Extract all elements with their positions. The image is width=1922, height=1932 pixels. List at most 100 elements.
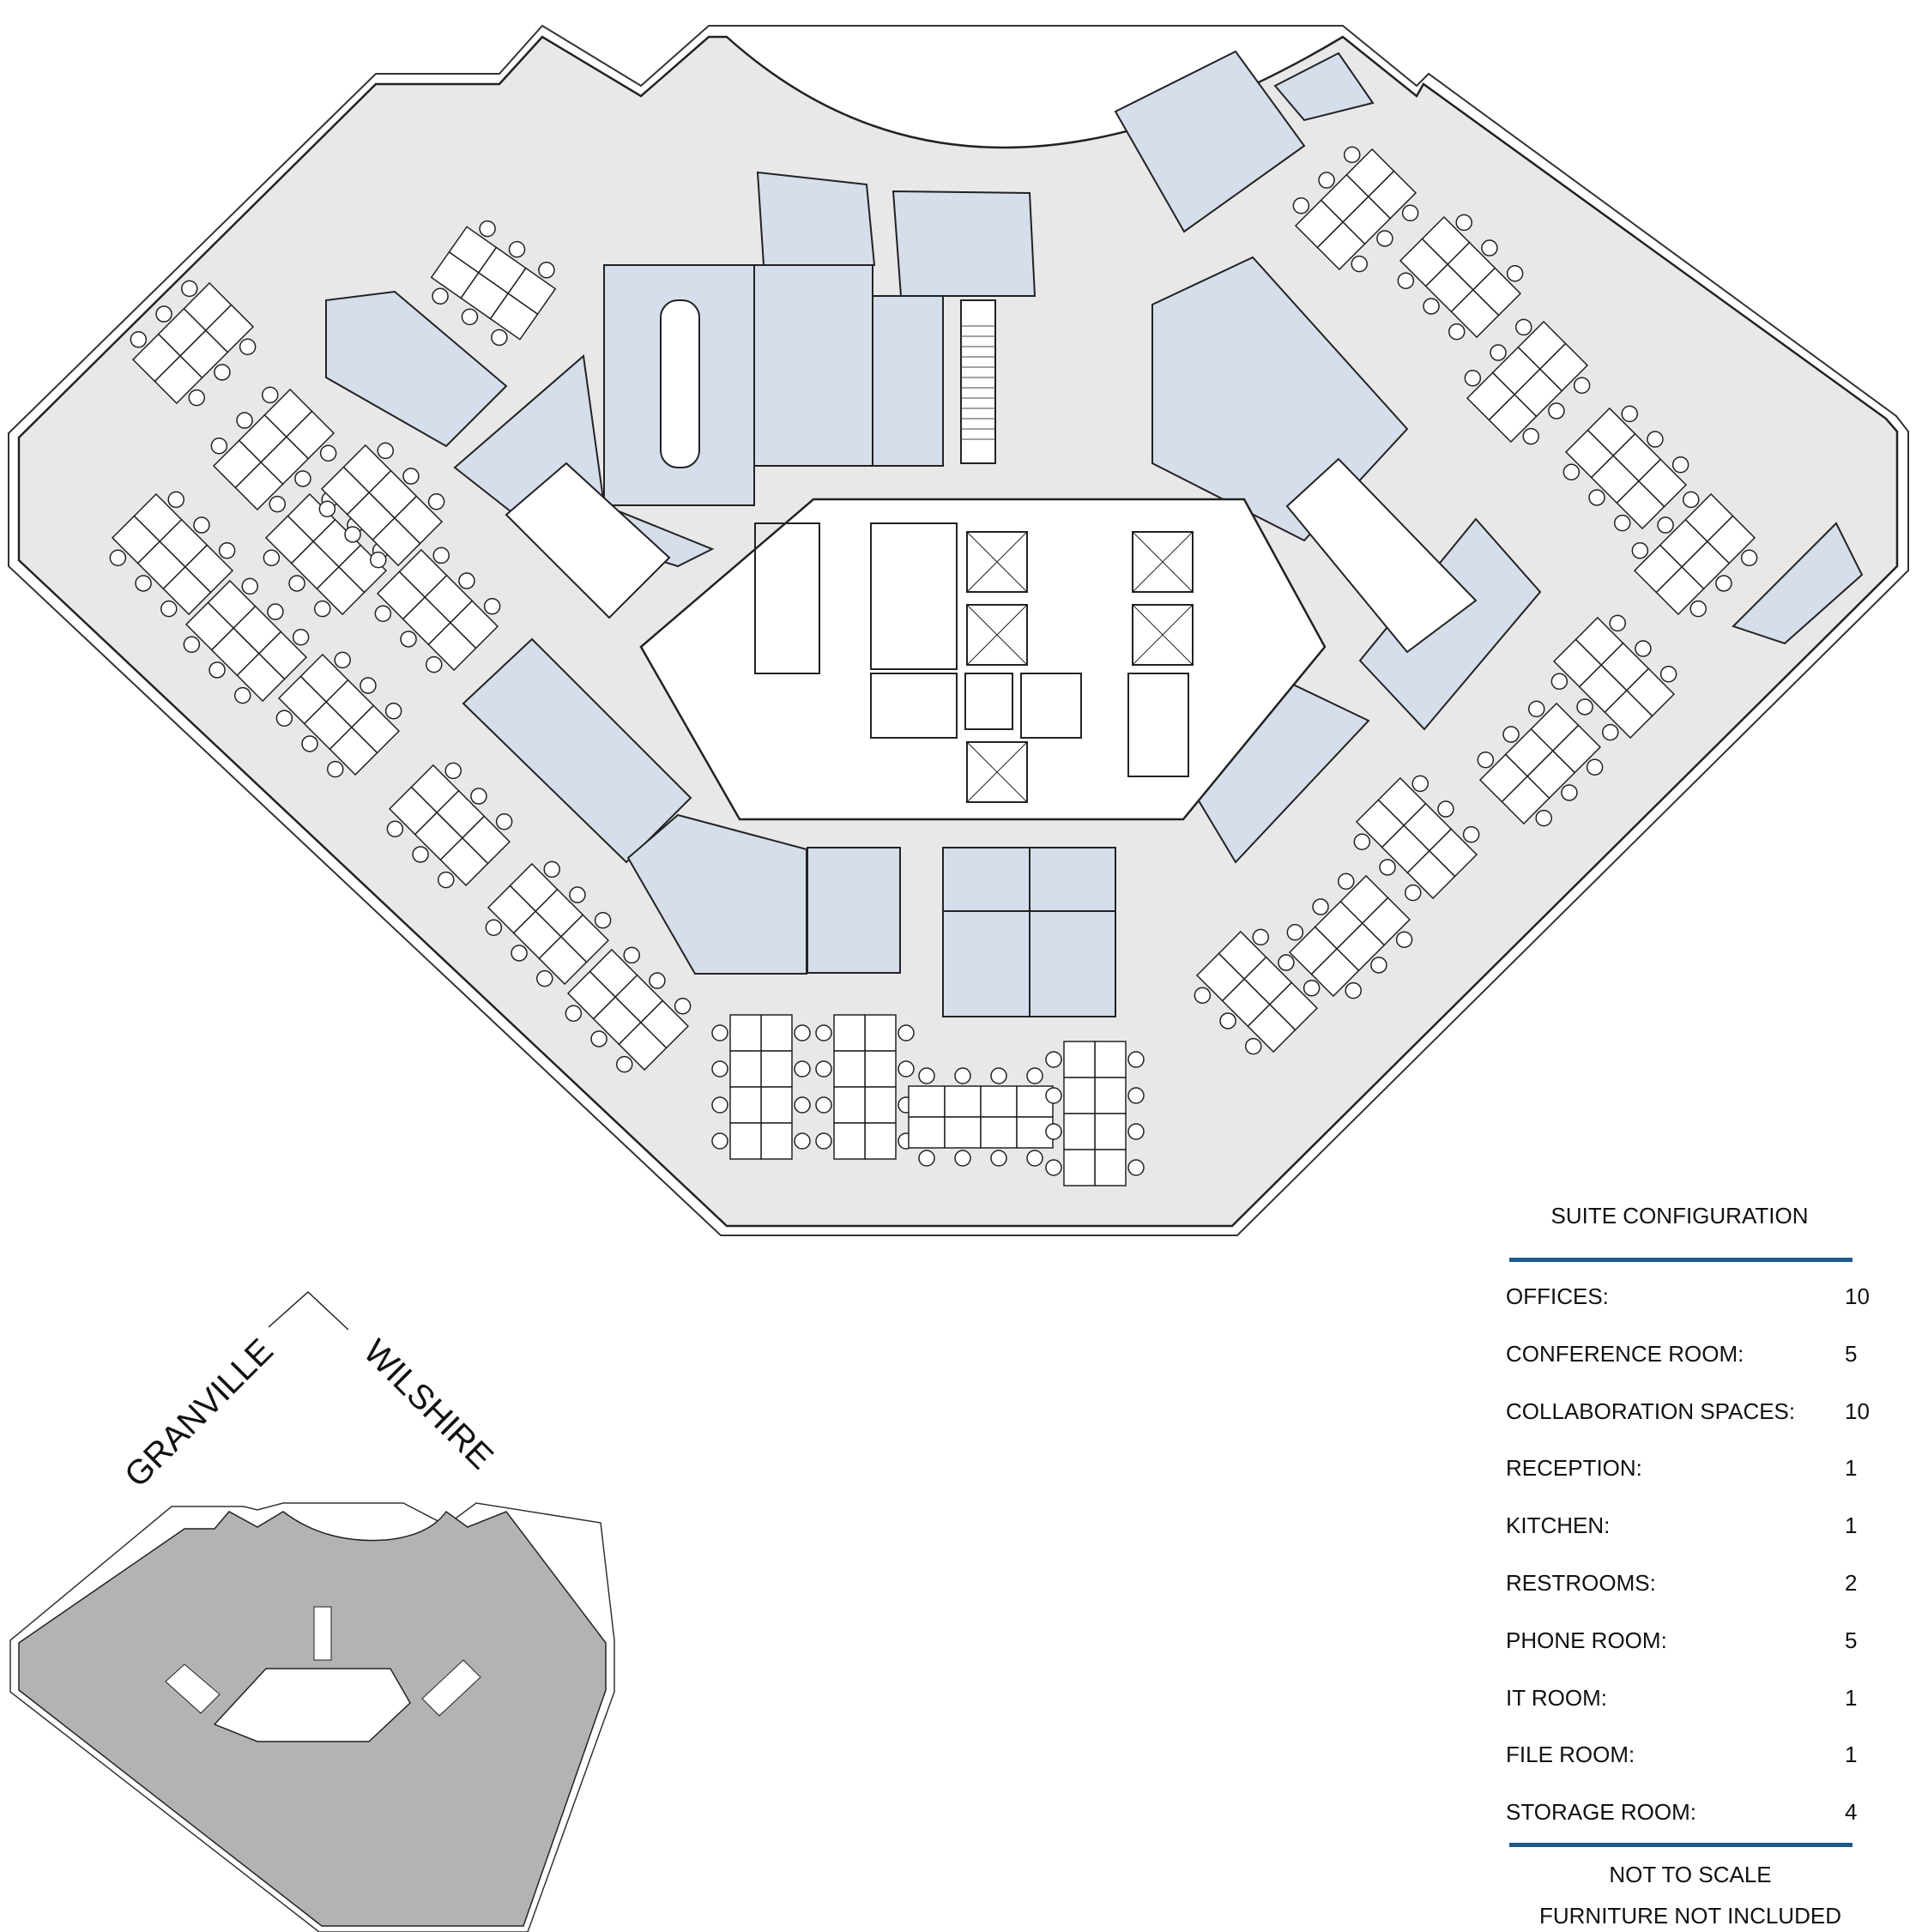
chair [1401,204,1419,221]
note-not-to-scale: NOT TO SCALE [1609,1862,1772,1887]
chair [1026,1150,1043,1167]
chair [1576,698,1593,715]
chair [990,1067,1007,1084]
chair [209,661,226,679]
chair [1481,239,1498,257]
chair [1586,758,1604,776]
chair [236,412,253,429]
workstation-cluster [374,546,501,673]
chair [1490,344,1507,361]
note-furniture-not-included: FURNITURE NOT INCLUDED [1539,1903,1841,1929]
chair [181,280,198,298]
chair [1351,255,1368,273]
desk [427,621,477,672]
chair [649,972,666,989]
room [807,847,901,974]
core-room [1020,673,1082,739]
desk [980,1085,1018,1118]
chair [1562,463,1581,480]
desk [1094,1041,1127,1078]
legend-title: SUITE CONFIGURATION [1550,1203,1809,1229]
legend-row: IT ROOM:1 [1506,1685,1875,1714]
chair [1464,370,1482,387]
chair [1278,954,1295,971]
legend-label: RESTROOMS: [1506,1570,1656,1596]
chair [402,468,420,485]
chair [269,495,286,513]
desk [439,836,489,887]
desk [204,304,255,353]
desk [760,1086,793,1124]
chair [218,542,236,559]
workstation-cluster [210,386,337,513]
legend-label: KITCHEN: [1506,1512,1611,1539]
chair [1477,752,1495,769]
legend-label: CONFERENCE ROOM: [1506,1340,1744,1367]
chair [815,1132,832,1150]
workstation-cluster [1397,214,1524,341]
chair [1045,1159,1062,1176]
chair [794,1096,811,1114]
chair [1292,197,1310,214]
chair [1045,1051,1062,1068]
chair [794,1132,811,1150]
chair [1127,1123,1145,1140]
core-room [870,522,958,670]
chair [491,329,508,347]
desk [833,1086,866,1124]
workstation-cluster [711,1014,811,1160]
chair [1376,230,1393,247]
workstation-cluster [1045,1041,1145,1186]
workstations [109,146,1758,1186]
chair [288,575,305,592]
chair [327,760,344,778]
chair [1535,809,1552,827]
legend-value: 4 [1845,1799,1858,1826]
legend-value: 1 [1845,1455,1858,1482]
chair [815,1060,832,1078]
desk [1247,1003,1296,1054]
key-plan-outline [9,1502,615,1932]
desk [908,1116,946,1149]
chair [479,220,496,238]
legend-divider [1509,1843,1852,1847]
chair [1647,431,1664,448]
chair [214,364,231,381]
workstation-cluster [1286,872,1413,999]
chair [234,686,251,704]
legend-value: 5 [1845,1627,1858,1653]
chair [262,386,279,404]
chair [1455,214,1472,232]
chair [1522,427,1539,445]
chair [565,1005,583,1022]
chair [898,1024,915,1041]
chair [1302,980,1321,997]
chair [210,438,228,455]
chair [334,651,351,669]
chair [511,945,528,962]
chair [536,969,553,987]
desk [489,293,539,341]
chair [711,1132,728,1150]
legend-label: FILE ROOM: [1506,1742,1635,1768]
chair [461,308,479,326]
chair [594,912,612,929]
chair [438,871,455,889]
chair [538,262,555,279]
chair [1631,542,1649,559]
chair [292,629,310,646]
chair [1621,405,1638,423]
workstation-cluster [908,1067,1054,1167]
core-room [964,673,1013,730]
desk [864,1122,897,1160]
desk [162,565,212,616]
room [753,264,873,467]
desk [372,516,421,567]
chair [412,846,429,863]
chair [1502,726,1520,743]
desk [1094,1113,1127,1150]
room [872,295,944,467]
chair [1045,1087,1062,1104]
chair [360,677,377,694]
